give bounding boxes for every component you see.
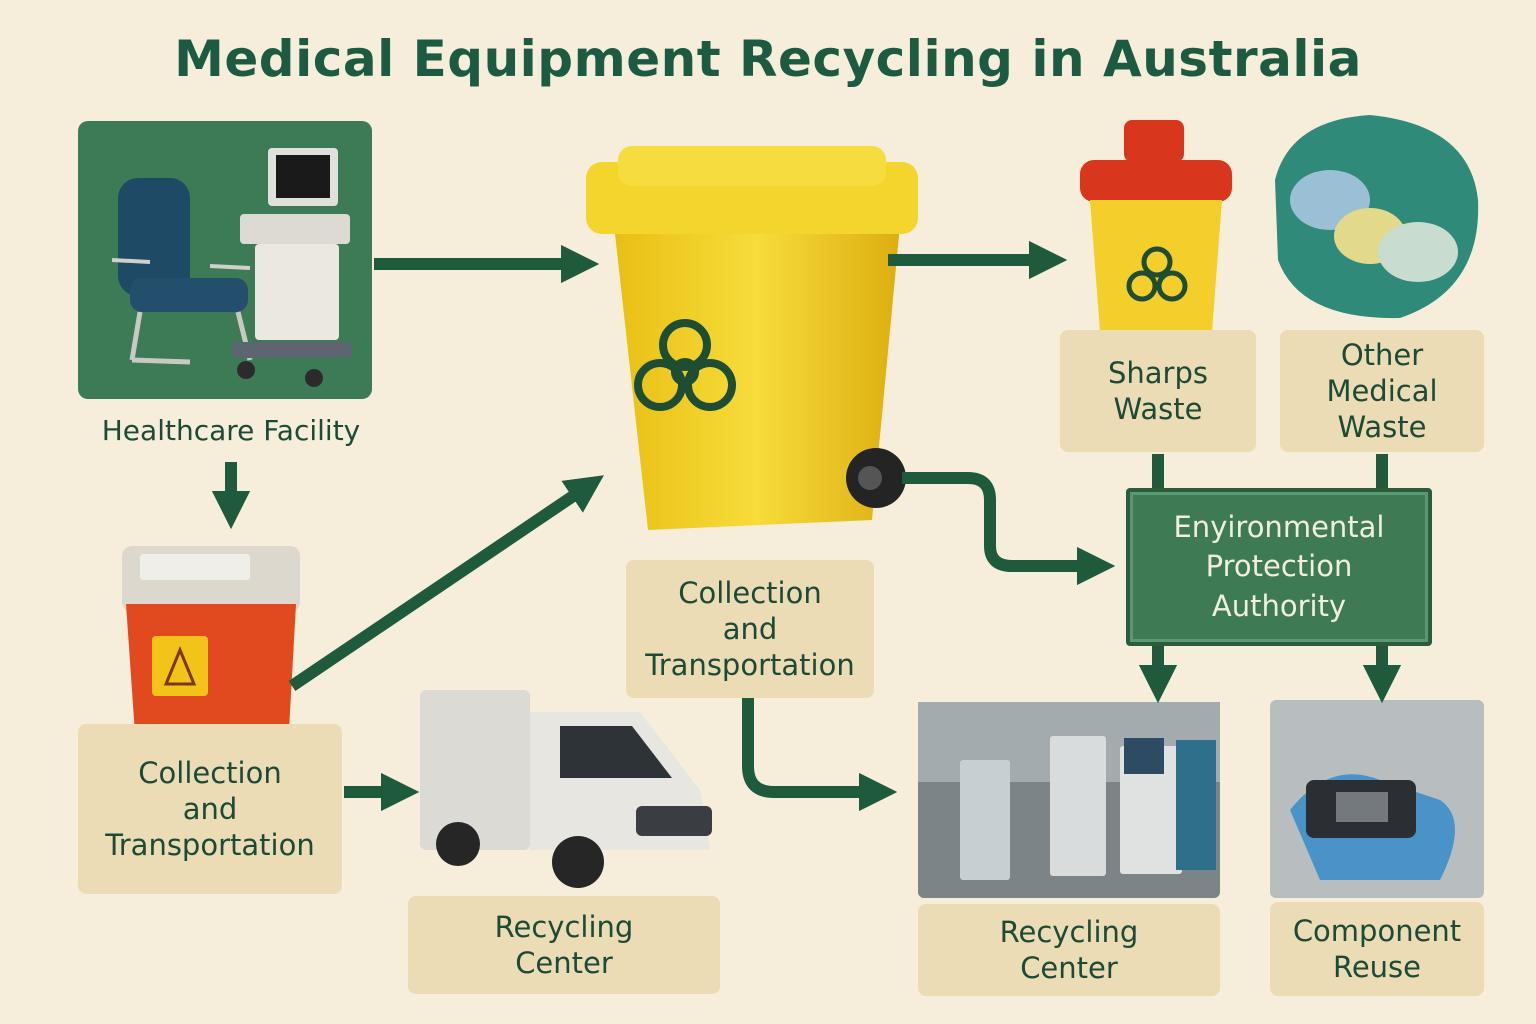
red-collection-bin-illustration bbox=[122, 546, 300, 748]
arrow-bin-to-epa bbox=[902, 472, 1116, 586]
component-reuse-illustration bbox=[1270, 700, 1484, 898]
delivery-truck-illustration bbox=[420, 690, 712, 888]
collection-transportation-left-label: Collection and Transportation bbox=[78, 724, 342, 894]
recycling-center-right-label: Recycling Center bbox=[918, 904, 1220, 996]
recycling-facility-illustration bbox=[918, 702, 1220, 898]
healthcare-facility-label: Healthcare Facility bbox=[101, 414, 361, 447]
page-title: Medical Equipment Recycling in Australia bbox=[174, 30, 1362, 88]
recycling-center-left-label: Recycling Center bbox=[408, 896, 720, 994]
collection-transportation-center-label: Collection and Transportation bbox=[626, 560, 874, 698]
sharps-container-illustration bbox=[1080, 120, 1232, 332]
other-medical-waste-label: Other Medical Waste bbox=[1280, 330, 1484, 452]
sharps-waste-label: Sharps Waste bbox=[1060, 330, 1256, 452]
healthcare-facility-illustration bbox=[78, 121, 372, 399]
medical-waste-bag-illustration bbox=[1275, 115, 1479, 319]
epa-box: Enyironmental Protection Authority bbox=[1126, 488, 1432, 646]
arrow-red-bin-to-bin bbox=[288, 475, 604, 691]
component-reuse-label: Component Reuse bbox=[1270, 902, 1484, 996]
biohazard-wheelie-bin-illustration bbox=[586, 146, 918, 530]
arrow-collection-center-to-recycling bbox=[742, 698, 898, 812]
